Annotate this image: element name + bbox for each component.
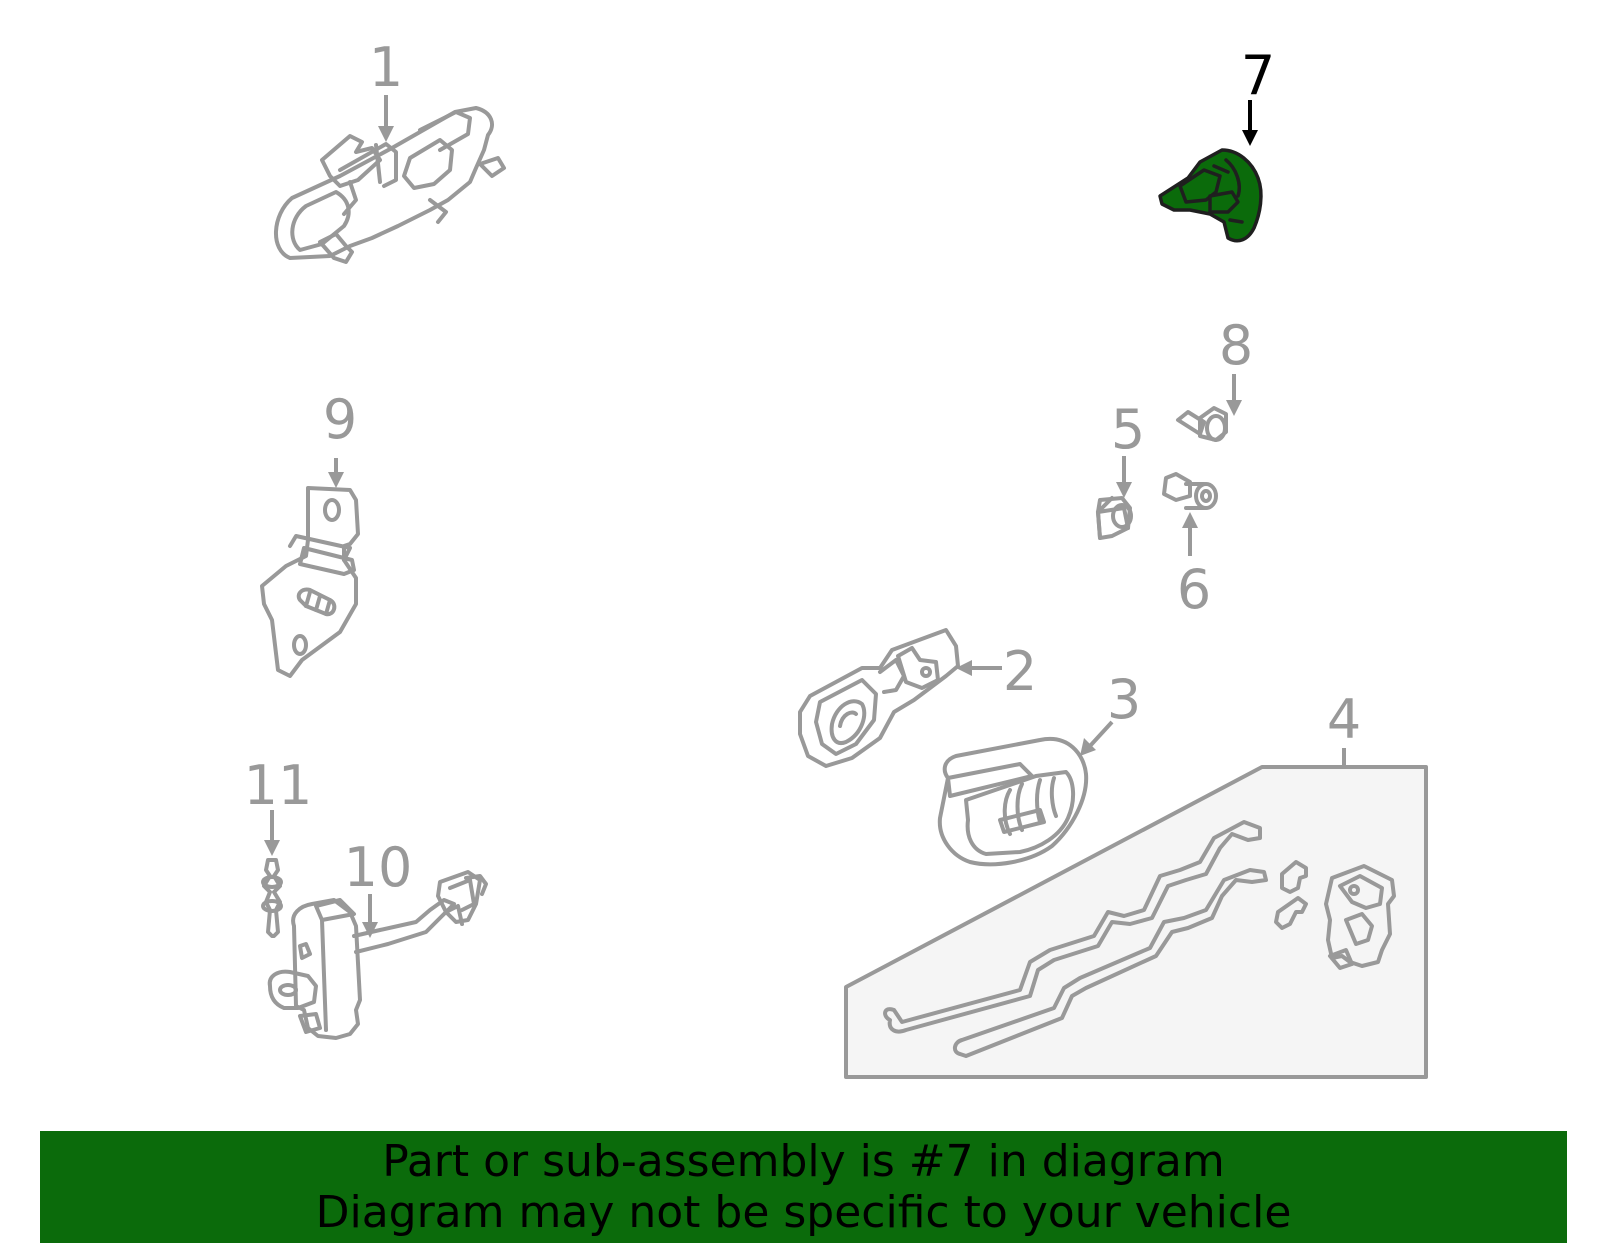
part-5-nut[interactable] <box>1096 496 1133 540</box>
part-3-handle-bezel[interactable] <box>937 736 1089 867</box>
part-9-door-hinge[interactable] <box>260 486 360 678</box>
callout-5: 5 <box>1111 398 1145 461</box>
info-banner: Part or sub-assembly is #7 in diagram Di… <box>40 1131 1567 1243</box>
callout-11: 11 <box>244 754 313 817</box>
banner-line-part-number: Part or sub-assembly is #7 in diagram <box>382 1136 1225 1187</box>
callout-labels: 1 2 3 4 5 6 7 8 9 10 11 <box>244 36 1362 899</box>
part-11-pin[interactable] <box>261 858 283 938</box>
callout-10: 10 <box>344 836 413 899</box>
part-2-inside-handle[interactable] <box>798 628 960 768</box>
callout-8: 8 <box>1219 314 1253 377</box>
part-6-bolt[interactable] <box>1162 472 1218 510</box>
callout-1: 1 <box>369 36 403 99</box>
callout-4: 4 <box>1327 688 1361 751</box>
callout-3: 3 <box>1107 668 1141 731</box>
part-10-door-check[interactable] <box>267 870 488 1040</box>
callout-arrows <box>264 95 1346 938</box>
part-4-lock-assembly[interactable] <box>844 765 1428 1079</box>
part-1-outside-door-handle[interactable] <box>274 106 506 264</box>
callout-2: 2 <box>1003 640 1037 703</box>
callout-6: 6 <box>1177 558 1211 621</box>
arrow-3 <box>1088 720 1114 748</box>
callout-7: 7 <box>1241 44 1275 107</box>
callout-9: 9 <box>323 388 357 451</box>
part-8-bolt[interactable] <box>1176 406 1228 442</box>
part-7-highlighted[interactable] <box>1158 148 1263 243</box>
banner-line-disclaimer: Diagram may not be specific to your vehi… <box>315 1187 1292 1238</box>
